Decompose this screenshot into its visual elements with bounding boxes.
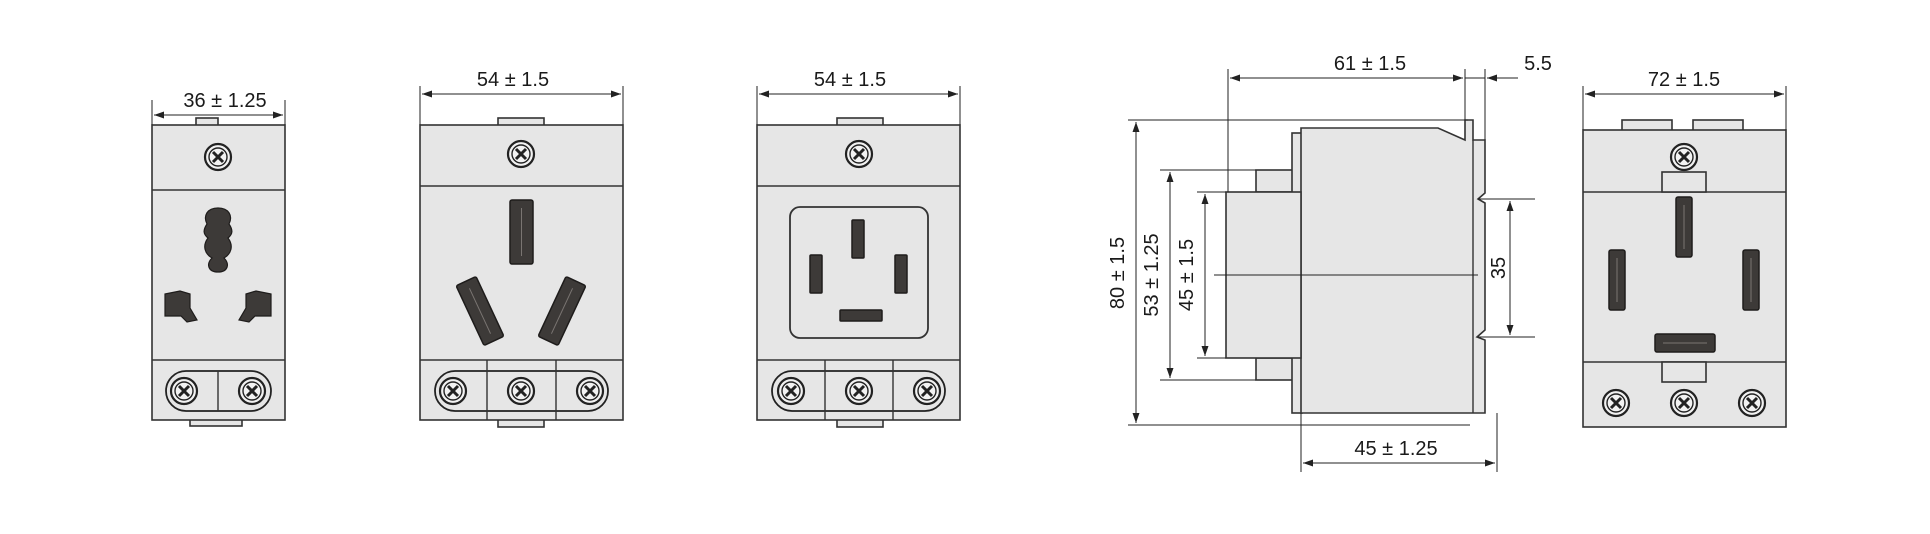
screw-icon (844, 376, 874, 406)
screw-icon (169, 376, 199, 406)
slot-right (537, 276, 587, 346)
slot-left (455, 276, 505, 346)
screw-icon (1669, 388, 1699, 418)
dim-rail: 35 (1488, 257, 1510, 279)
screw-icon (575, 376, 605, 406)
dim-height-mid: 53 ± 1.25 (1141, 233, 1163, 316)
dim-width: 72 ± 1.5 (1648, 69, 1720, 91)
screw-icon (506, 139, 536, 169)
slot-left (809, 254, 823, 294)
dim-depth: 61 ± 1.5 (1334, 53, 1406, 75)
screw-icon (912, 376, 942, 406)
dim-width: 54 ± 1.5 (814, 69, 886, 91)
screw-icon (506, 376, 536, 406)
dim-width: 54 ± 1.5 (477, 69, 549, 91)
screw-icon (1669, 142, 1699, 172)
screw-icon (237, 376, 267, 406)
slot-top (851, 219, 865, 259)
dim-tab: 5.5 (1524, 53, 1552, 75)
side-body (1300, 119, 1486, 414)
flat-pin-slot-right (238, 290, 272, 323)
screw-icon (1601, 388, 1631, 418)
screw-icon (438, 376, 468, 406)
socket-72mm: 72 ± 1.5 (1582, 69, 1787, 428)
screw-icon (776, 376, 806, 406)
slot-bottom (839, 309, 883, 322)
socket-four-slot: 54 ± 1.5 (756, 69, 961, 428)
dim-base: 45 ± 1.25 (1354, 438, 1437, 460)
slot-right (894, 254, 908, 294)
socket-three-flat-pin: 54 ± 1.5 (419, 69, 624, 428)
flat-pin-slot-left (164, 290, 198, 323)
screw-icon (203, 142, 233, 172)
side-view: 61 ± 1.5 5.5 80 ± 1.5 53 ± 1.25 45 ± 1.5… (1107, 53, 1552, 472)
dim-width: 36 ± 1.25 (183, 90, 266, 112)
socket-face (789, 206, 929, 339)
socket-universal: 36 ± 1.25 (151, 90, 286, 427)
round-pin-slot (203, 207, 233, 273)
screw-icon (1737, 388, 1767, 418)
screw-icon (844, 139, 874, 169)
dim-height-total: 80 ± 1.5 (1107, 237, 1129, 309)
dim-height-front: 45 ± 1.5 (1176, 239, 1198, 311)
